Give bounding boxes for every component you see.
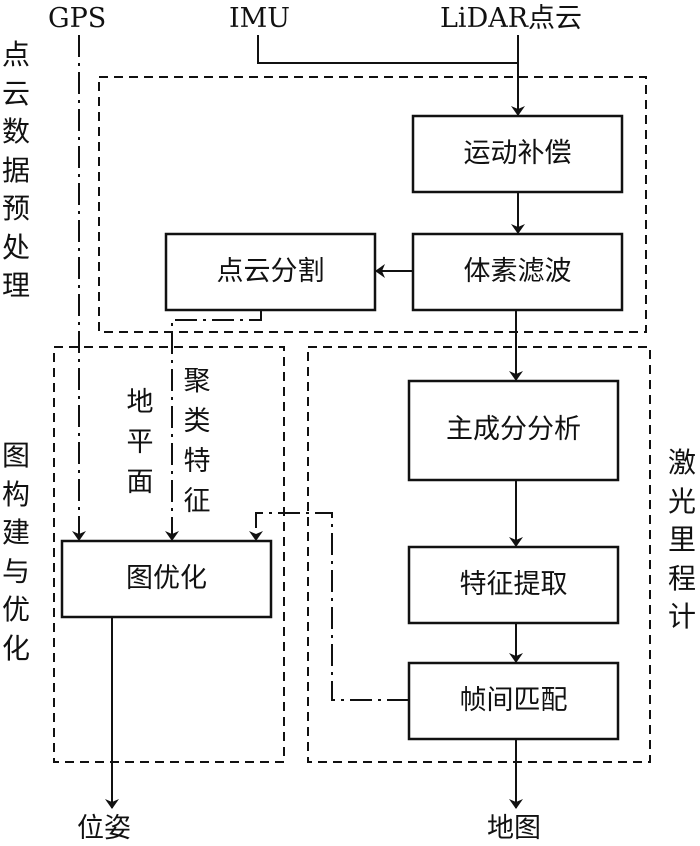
- vertical-char: 与: [1, 554, 30, 588]
- vertical-char: 聚: [183, 366, 211, 397]
- imu-line: [257, 35, 518, 64]
- group-graph-label: 图构建与优化: [0, 437, 32, 668]
- vertical-char: 理: [1, 269, 30, 302]
- vertical-char: 构: [1, 477, 30, 511]
- voxel-filter-box[interactable]: [411, 232, 624, 312]
- feature-extract-text: 特征提取: [459, 569, 568, 600]
- vertical-char: 建: [1, 516, 30, 549]
- map-label: 地图: [487, 813, 541, 844]
- vertical-char: 面: [126, 467, 154, 498]
- vertical-char: 激: [667, 446, 696, 479]
- vertical-char: 点: [1, 38, 30, 71]
- vertical-char: 化: [1, 631, 30, 665]
- frame-match-box[interactable]: [407, 661, 620, 741]
- group-preprocess-border: [98, 76, 647, 333]
- vertical-char: 程: [667, 561, 696, 595]
- ground-plane-line: [165, 310, 262, 541]
- segmentation-box[interactable]: [164, 232, 377, 312]
- voxel-filter-text: 体素滤波: [463, 256, 572, 287]
- vertical-char: 优: [1, 593, 30, 626]
- vertical-char: 光: [667, 484, 696, 518]
- vertical-char: 里: [667, 523, 696, 556]
- vertical-char: 处: [1, 230, 30, 264]
- pose-label: 位姿: [77, 813, 131, 844]
- pca-box[interactable]: [407, 379, 620, 482]
- graph-opt-text: 图优化: [126, 563, 207, 594]
- feature-extract-box[interactable]: [407, 545, 620, 625]
- vertical-char: 特: [183, 446, 211, 477]
- ground-plane-label: 地平面: [124, 383, 156, 503]
- vertical-char: 地: [126, 387, 154, 418]
- graph-opt-box[interactable]: [60, 539, 273, 619]
- frame-match-text: 帧间匹配: [459, 685, 568, 716]
- pca-text: 主成分分析: [446, 414, 581, 445]
- motion-comp-box[interactable]: [411, 114, 624, 194]
- match-to-graph-line: [249, 512, 409, 701]
- imu-label: IMU: [229, 3, 291, 34]
- vertical-char: 云: [1, 76, 30, 110]
- group-graph-border: [53, 346, 285, 763]
- vertical-char: 据: [1, 153, 30, 187]
- vertical-char: 征: [183, 486, 211, 517]
- segmentation-text: 点云分割: [216, 256, 325, 287]
- vertical-char: 平: [126, 427, 154, 458]
- motion-comp-text: 运动补偿: [463, 138, 572, 169]
- vertical-char: 计: [667, 600, 696, 633]
- vertical-char: 数: [1, 115, 30, 148]
- vertical-char: 图: [1, 439, 30, 472]
- vertical-char: 预: [1, 192, 30, 225]
- gps-label: GPS: [48, 3, 107, 34]
- cluster-features-label: 聚类特征: [181, 362, 213, 522]
- lidar-label: LiDAR点云: [440, 3, 583, 34]
- vertical-char: 类: [183, 406, 211, 437]
- group-odometry-border: [307, 346, 651, 763]
- group-odometry-label: 激光里程计: [666, 444, 698, 637]
- group-preprocess-label: 点云数据预处理: [0, 36, 32, 306]
